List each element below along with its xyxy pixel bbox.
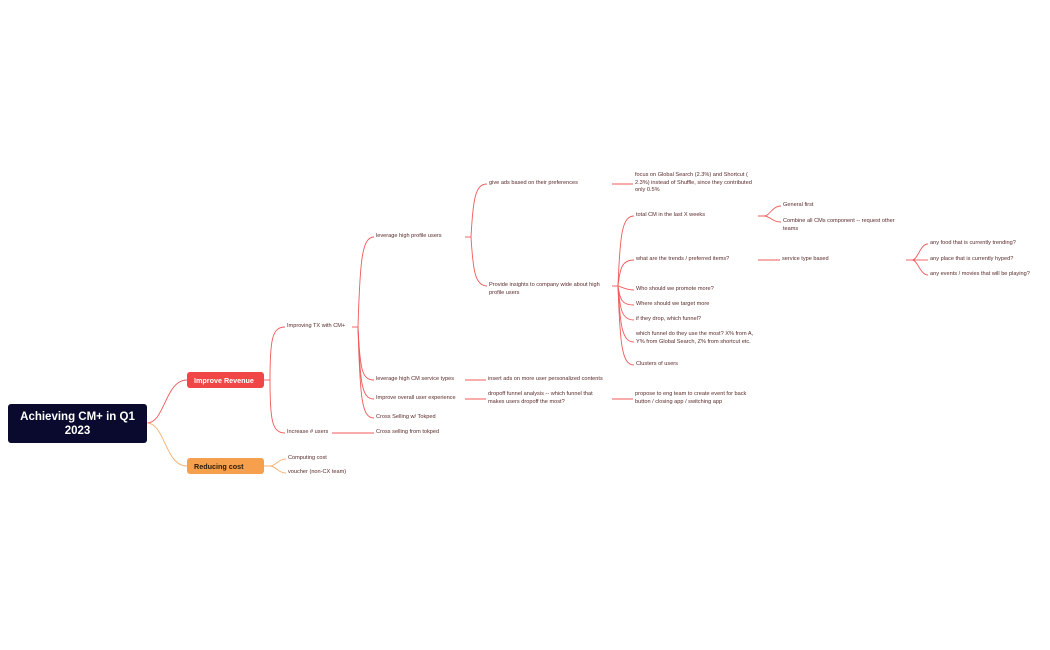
drop-funnel-node[interactable]: if they drop, which funnel? xyxy=(636,316,701,322)
focus-global-search-node[interactable]: focus on Global Search (2.3%) and Shortc… xyxy=(635,172,752,194)
improving-tx-node[interactable]: Improving TX with CM+ xyxy=(287,323,346,329)
improve-ux-node[interactable]: Improve overall user experience xyxy=(376,395,456,401)
promote-node[interactable]: Who should we promote more? xyxy=(636,286,714,292)
dropoff-analysis-node[interactable]: dropoff funnel analysis -- which funnel … xyxy=(488,391,593,405)
insert-ads-node[interactable]: insert ads on more user personalized con… xyxy=(488,376,603,382)
provide-insights-node[interactable]: Provide insights to company wide about h… xyxy=(489,282,600,296)
cross-selling-tokped-node[interactable]: Cross Selling w/ Tokped xyxy=(376,414,436,420)
propose-eng-node[interactable]: propose to eng team to create event for … xyxy=(635,391,747,405)
total-cm-node[interactable]: total CM in the last X weeks xyxy=(636,212,706,218)
events-movies-node[interactable]: any events / movies that will be playing… xyxy=(930,271,1030,277)
combine-cms-node[interactable]: Combine all CMs component -- request oth… xyxy=(783,218,895,232)
place-hyped-node[interactable]: any place that is currently hyped? xyxy=(930,256,1014,262)
target-node[interactable]: Where should we target more xyxy=(636,301,710,307)
root-label: Achieving CM+ in Q1 2023 xyxy=(20,410,135,437)
service-type-node[interactable]: service type based xyxy=(782,256,829,262)
leverage-cm-service-node[interactable]: leverage high CM service types xyxy=(376,376,455,382)
improve-revenue-label: Improve Revenue xyxy=(194,375,254,385)
increase-users-node[interactable]: Increase # users xyxy=(287,429,329,435)
reducing-cost-label: Reducing cost xyxy=(194,461,244,471)
general-first-node[interactable]: General first xyxy=(783,202,814,208)
food-trending-node[interactable]: any food that is currently trending? xyxy=(930,240,1016,246)
which-funnel-node[interactable]: which funnel do they use the most? X% fr… xyxy=(636,331,754,345)
give-ads-node[interactable]: give ads based on their preferences xyxy=(489,180,578,186)
voucher-node[interactable]: voucher (non-CX team) xyxy=(288,469,347,475)
trends-node[interactable]: what are the trends / preferred items? xyxy=(636,256,730,262)
computing-cost-node[interactable]: Computing cost xyxy=(288,455,327,461)
clusters-node[interactable]: Clusters of users xyxy=(636,361,678,367)
reducing-cost-node[interactable]: Reducing cost xyxy=(187,458,264,474)
root-node[interactable]: Achieving CM+ in Q1 2023 xyxy=(8,404,147,443)
cross-selling-from-tokped-node[interactable]: Cross selling from tokped xyxy=(376,429,440,435)
leverage-high-profile-node[interactable]: leverage high profile users xyxy=(376,233,442,239)
improve-revenue-node[interactable]: Improve Revenue xyxy=(187,372,264,388)
